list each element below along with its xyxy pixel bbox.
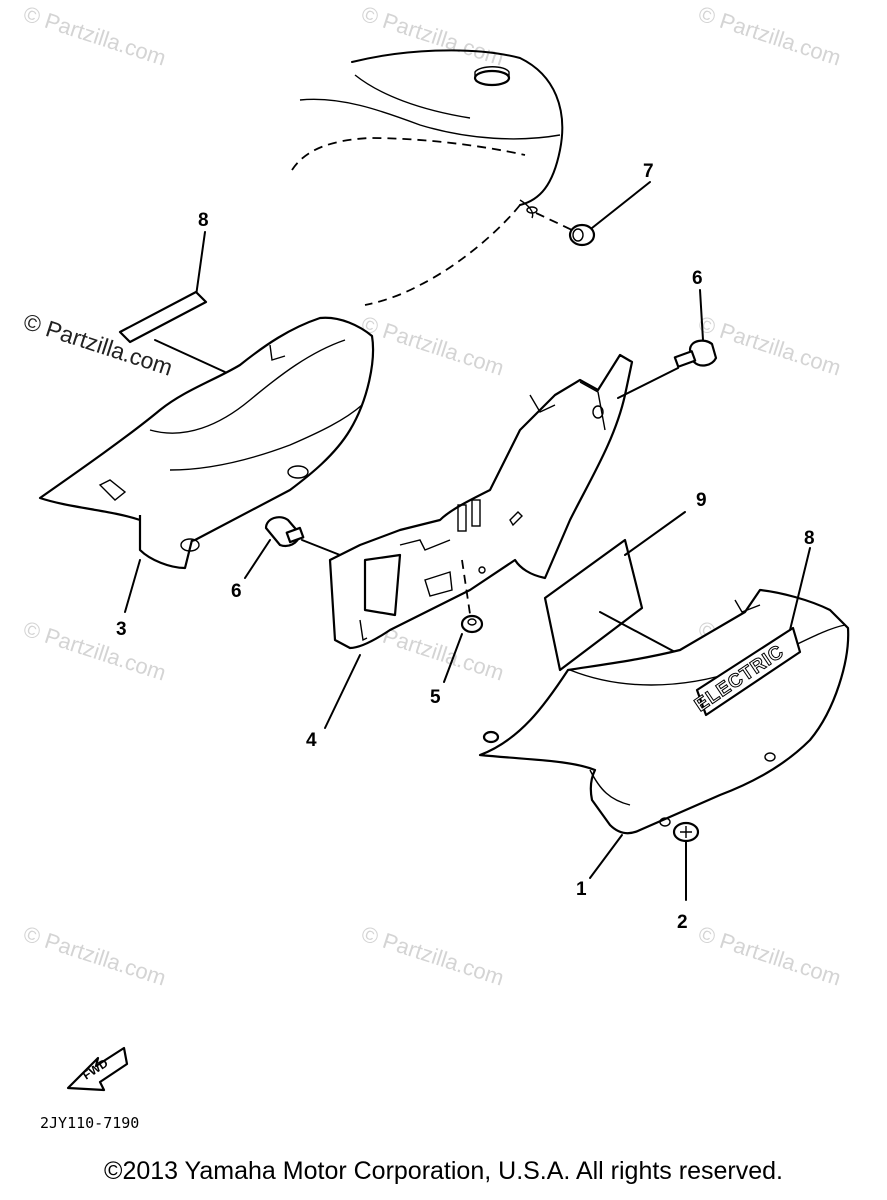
callout-5: 5 [430, 687, 441, 708]
callout-2: 2 [677, 912, 688, 933]
callout-6-right: 6 [692, 268, 703, 289]
callout-4: 4 [306, 730, 317, 751]
callout-6-left: 6 [231, 581, 242, 602]
right-side-cover-part-1: ELECTRIC [478, 547, 850, 879]
callout-7: 7 [643, 161, 654, 182]
watermark: © Partzilla.com [20, 921, 169, 991]
grommet-part-7 [535, 181, 651, 247]
bolt-part-6-left [244, 516, 341, 579]
grommet-part-5 [443, 559, 484, 683]
callout-8-left: 8 [198, 210, 209, 231]
watermark: © Partzilla.com [695, 921, 844, 991]
callout-1: 1 [576, 879, 587, 900]
left-side-cover-part-3 [38, 316, 375, 613]
tank-outline [291, 49, 564, 306]
watermark: © Partzilla.com [358, 921, 507, 991]
watermark: © Partzilla.com [20, 1, 169, 71]
fwd-arrow-icon: FWD [66, 1046, 129, 1092]
watermark: © Partzilla.com [695, 1, 844, 71]
watermark: © Partzilla.com [695, 311, 844, 381]
decal-part-9 [543, 511, 691, 672]
center-bracket-part-4 [324, 353, 634, 729]
sticker-part-8-left [118, 231, 226, 373]
bolt-part-6-right [617, 289, 718, 399]
watermark: © Partzilla.com [358, 311, 507, 381]
watermark: © Partzilla.com [20, 616, 169, 686]
watermark: © Partzilla.com [358, 1, 507, 71]
diagram-code: 2JY110-7190 [40, 1114, 139, 1132]
screw-part-2 [672, 821, 700, 901]
callout-3: 3 [116, 619, 127, 640]
callout-9: 9 [696, 490, 707, 511]
callout-8-right: 8 [804, 528, 815, 549]
copyright-notice: ©2013 Yamaha Motor Corporation, U.S.A. A… [104, 1157, 783, 1185]
